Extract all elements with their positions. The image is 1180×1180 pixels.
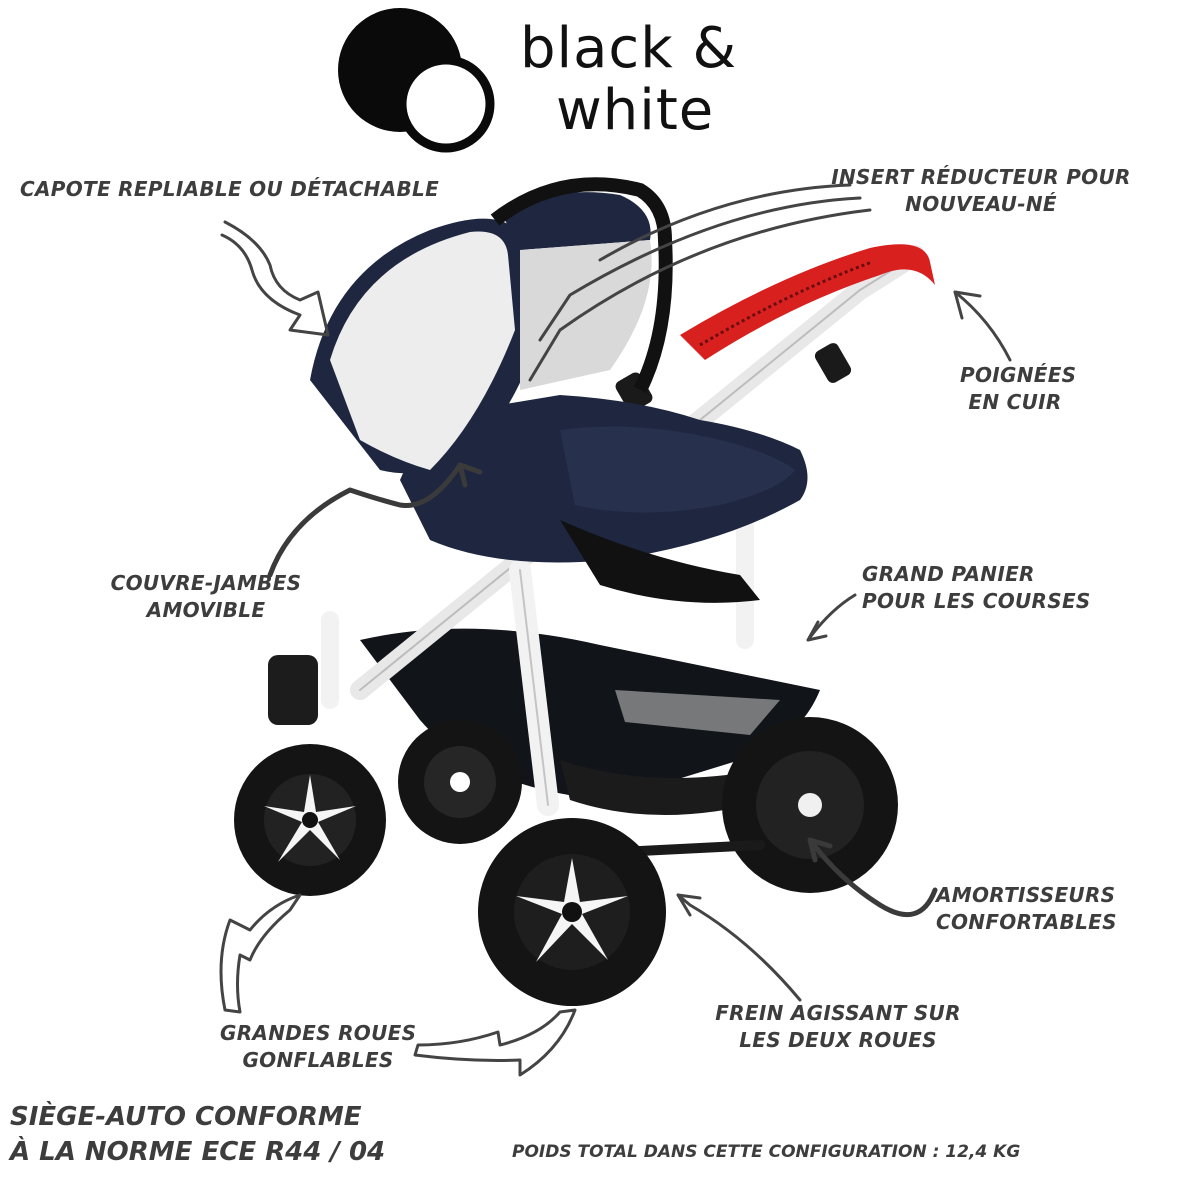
label-handles-line2: EN CUIR	[968, 390, 1062, 414]
callout-arrows	[219, 183, 1012, 1077]
canopy-inner	[520, 240, 652, 390]
label-handles: POIGNÉES EN CUIR	[960, 362, 1077, 416]
arrow-wheels-left	[219, 893, 302, 1014]
front-wheel-hub	[268, 655, 318, 725]
wheel-back-left	[398, 720, 522, 844]
arrow-insert	[528, 183, 872, 382]
label-basket: GRAND PANIER POUR LES COURSES	[862, 561, 1091, 615]
label-brake-line1: FREIN AGISSANT SUR	[715, 1001, 961, 1025]
handle-joint	[814, 343, 852, 383]
label-legcover-line2: AMOVIBLE	[146, 598, 266, 622]
arrow-handles	[953, 290, 1012, 362]
arrow-basket	[806, 593, 857, 642]
arrow-legcover	[267, 462, 483, 578]
label-shocks-line1: AMORTISSEURS	[936, 883, 1116, 907]
label-legcover-line1: COUVRE-JAMBES	[110, 571, 302, 595]
leg-cover	[560, 426, 795, 513]
seat-base	[560, 520, 760, 603]
label-shocks: AMORTISSEURS CONFORTABLES	[936, 882, 1117, 936]
wheel-back-right	[722, 717, 898, 893]
wheel-front-left	[234, 744, 386, 896]
label-basket-line1: GRAND PANIER	[862, 562, 1035, 586]
brand-name-line1: black &	[520, 16, 738, 81]
label-brake-line2: LES DEUX ROUES	[739, 1028, 937, 1052]
label-basket-line2: POUR LES COURSES	[862, 589, 1091, 613]
arrow-brake	[676, 893, 802, 1002]
brand-name-line2: white	[556, 78, 715, 143]
label-insert-line2: NOUVEAU-NÉ	[905, 192, 1057, 216]
label-handles-line1: POIGNÉES	[960, 363, 1077, 387]
label-insert: INSERT RÉDUCTEUR POUR NOUVEAU-NÉ	[826, 164, 1136, 218]
total-weight-note: POIDS TOTAL DANS CETTE CONFIGURATION : 1…	[512, 1142, 1021, 1162]
arrow-canopy	[220, 220, 330, 337]
label-brake: FREIN AGISSANT SUR LES DEUX ROUES	[710, 1000, 966, 1054]
carry-handle	[490, 177, 673, 394]
label-insert-line1: INSERT RÉDUCTEUR POUR	[831, 165, 1131, 189]
leather-handle	[680, 244, 935, 360]
basket-net	[560, 760, 770, 815]
handle-stitch	[699, 260, 873, 347]
label-canopy: CAPOTE REPLIABLE OU DÉTACHABLE	[20, 177, 440, 201]
certification-note: SIÈGE-AUTO CONFORME À LA NORME ECE R44 /…	[10, 1100, 385, 1170]
basket-mesh	[615, 690, 780, 735]
canopy-visor	[500, 192, 651, 250]
wheel-front-right	[478, 818, 666, 1006]
label-legcover: COUVRE-JAMBES AMOVIBLE	[100, 570, 312, 624]
certification-line1: SIÈGE-AUTO CONFORME	[10, 1102, 362, 1132]
label-wheels: GRANDES ROUES GONFLABLES	[220, 1020, 416, 1074]
label-shocks-line2: CONFORTABLES	[936, 910, 1117, 934]
certification-line2: À LA NORME ECE R44 / 04	[10, 1137, 386, 1167]
canopy-white-panel	[330, 231, 515, 470]
label-wheels-line1: GRANDES ROUES	[220, 1021, 417, 1045]
arrow-shocks	[807, 837, 938, 917]
label-wheels-line2: GONFLABLES	[242, 1048, 394, 1072]
arrow-wheels-right	[413, 1008, 577, 1077]
